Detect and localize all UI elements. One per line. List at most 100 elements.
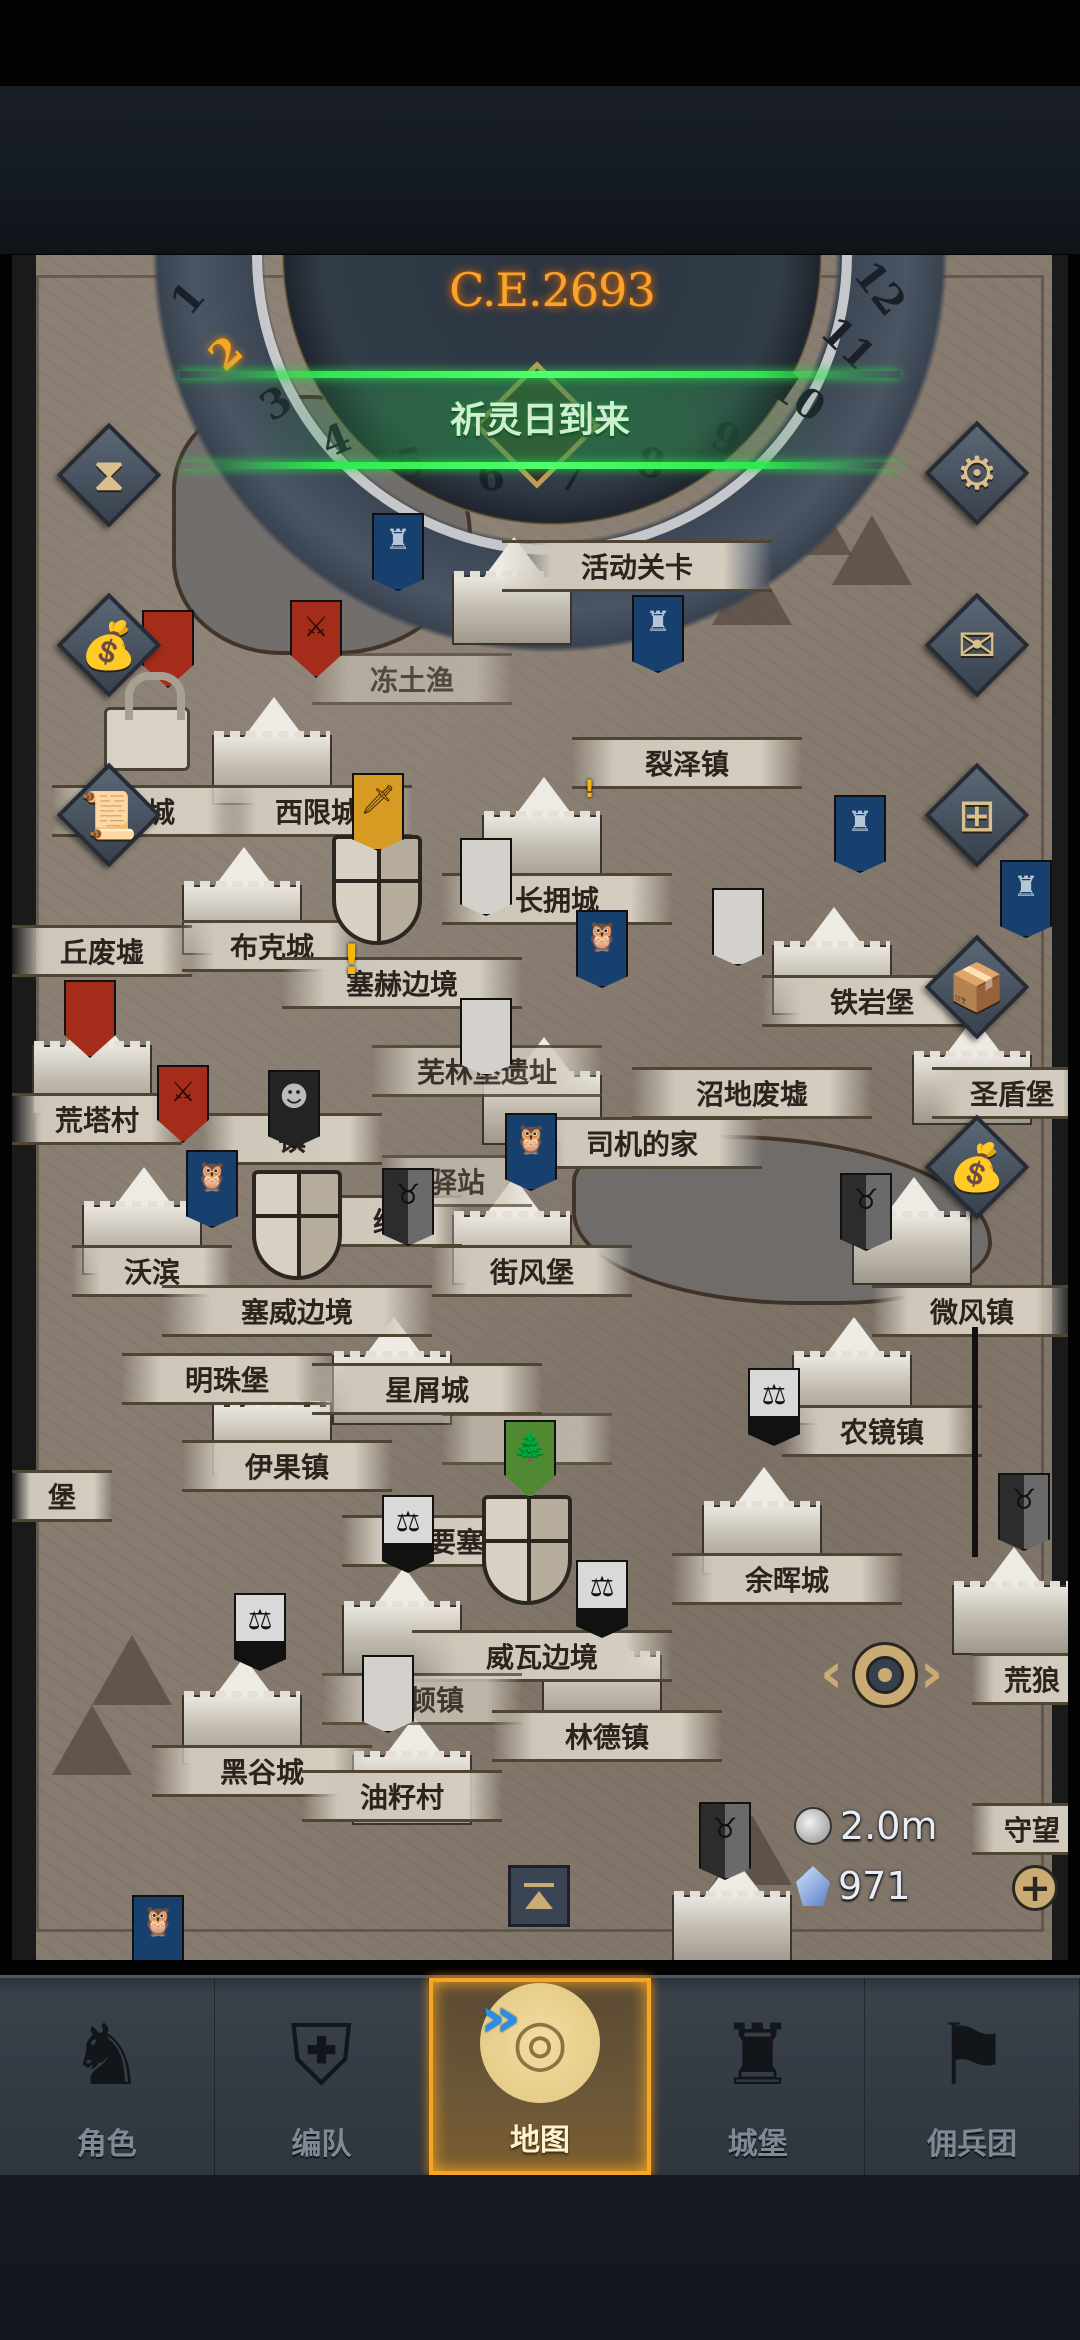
tab-castle[interactable]: ♜ 城堡 <box>651 1978 866 2175</box>
crate-bag-icon: 📦 <box>948 959 1006 1014</box>
lock-icon <box>104 672 190 771</box>
treasury-button[interactable]: 💰 <box>922 1112 1032 1222</box>
faction-banner-pine: 🌲 <box>504 1420 556 1498</box>
banner-flag-icon: ⚑ <box>934 2006 1010 2104</box>
collapse-bar-icon <box>524 1883 554 1887</box>
location-label[interactable]: 林德镇 <box>492 1710 722 1762</box>
neutral-banner <box>460 838 512 916</box>
scroll-button[interactable]: 📜 <box>54 760 164 870</box>
hourglass-icon: ⧗ <box>92 447 126 501</box>
knight-icon: ♞ <box>69 2006 145 2104</box>
market-stall-icon: ⊞ <box>957 788 997 842</box>
location-label[interactable]: 微风镇 <box>872 1285 1068 1337</box>
faction-banner-owl: 🦉 <box>186 1150 238 1228</box>
location-label[interactable]: 守望 <box>972 1803 1068 1855</box>
location-label[interactable]: 圣盾堡 <box>932 1067 1068 1119</box>
loot-button[interactable]: 💰 <box>54 590 164 700</box>
globe-icon: ◎ <box>479 1983 600 2103</box>
castle-weifeng[interactable] <box>852 1177 972 1285</box>
pan-left-icon[interactable]: ‹ <box>820 1641 844 1706</box>
scroll-icon: 📜 <box>80 787 138 842</box>
add-crystal-button[interactable]: + <box>1012 1865 1058 1911</box>
bottom-safe-area <box>0 2175 1080 2340</box>
location-label[interactable]: 街风堡 <box>432 1245 632 1297</box>
location-label[interactable]: 丘废墟 <box>12 925 192 977</box>
neutral-banner <box>362 1655 414 1733</box>
location-label[interactable]: 沼地废墟 <box>632 1067 872 1119</box>
faction-banner-bull: ♉ <box>699 1802 751 1880</box>
tab-map[interactable]: » ◎ 地图 <box>429 1978 651 2175</box>
tab-character[interactable]: ♞ 角色 <box>0 1978 215 2175</box>
location-label[interactable]: 荒塔村 <box>12 1093 182 1145</box>
location-label[interactable]: 波顿镇 <box>322 1673 522 1725</box>
location-label[interactable]: 塞威边境 <box>162 1285 432 1337</box>
silver-coin-icon <box>794 1807 832 1845</box>
border-shield-saihe[interactable] <box>332 835 422 945</box>
faction-banner-knight: ☻ <box>268 1070 320 1148</box>
route-marker-line <box>972 1327 978 1557</box>
location-label[interactable]: 余晖城 <box>672 1553 902 1605</box>
location-label[interactable]: 司机的家 <box>522 1117 762 1169</box>
border-shield-weiwa[interactable] <box>482 1495 572 1605</box>
faction-banner-bull: ♉ <box>382 1168 434 1246</box>
settings-button[interactable]: ⚙ <box>922 418 1032 528</box>
supplies-button[interactable]: 📦 <box>922 932 1032 1042</box>
faction-banner-scales: ⚖ <box>382 1495 434 1573</box>
mail-button[interactable]: ✉ <box>922 590 1032 700</box>
pan-right-icon[interactable]: › <box>920 1641 944 1706</box>
faction-banner-tower: ♜ <box>632 595 684 673</box>
timer-button[interactable]: ⧗ <box>54 420 164 530</box>
location-label[interactable]: 布克城 <box>182 920 362 972</box>
shop-button[interactable]: ⊞ <box>922 760 1032 870</box>
tab-label: 佣兵团 <box>927 2127 1018 2162</box>
tab-label: 地图 <box>509 2123 570 2158</box>
tab-label: 编队 <box>291 2127 352 2162</box>
quest-alert-icon[interactable]: ! <box>342 935 362 984</box>
money-bags-icon: 💰 <box>948 1139 1006 1194</box>
faction-banner-dagger: 🗡 <box>352 773 404 851</box>
location-label[interactable]: 农镜镇 <box>782 1405 982 1457</box>
tab-label: 城堡 <box>727 2127 788 2162</box>
tab-formation[interactable]: ⛨ 编队 <box>215 1978 430 2175</box>
faction-banner-scales: ⚖ <box>576 1560 628 1638</box>
location-label[interactable]: 荒狼 <box>972 1653 1068 1705</box>
envelope-icon: ✉ <box>957 618 997 672</box>
tab-label: 角色 <box>76 2127 137 2162</box>
event-banner-line-bottom <box>180 462 900 469</box>
location-label[interactable]: 冻土渔 <box>312 653 512 705</box>
crystal-icon <box>796 1866 830 1906</box>
crystal-amount: 971 <box>838 1864 911 1908</box>
location-label[interactable]: 活动关卡 <box>502 540 772 592</box>
faction-banner-tower: ♜ <box>834 795 886 873</box>
faction-banner-scales: ⚖ <box>234 1593 286 1671</box>
border-shield-saiwei[interactable] <box>252 1170 342 1280</box>
quest-alert-icon[interactable]: ! <box>584 775 595 803</box>
recenter-button[interactable]: ‹ › <box>820 1630 950 1740</box>
location-label[interactable]: 明珠堡 <box>122 1353 332 1405</box>
location-label[interactable]: 星屑城 <box>312 1363 542 1415</box>
location-label[interactable]: 油籽村 <box>302 1770 502 1822</box>
active-chevron-icon: » <box>479 1986 522 2049</box>
faction-banner-owl: 🦉 <box>132 1895 184 1960</box>
castle-huanglang[interactable] <box>952 1547 1068 1655</box>
faction-banner-bull: ♉ <box>840 1173 892 1251</box>
event-banner[interactable]: 祈灵日到来 <box>180 365 900 475</box>
world-map[interactable]: C.E.2693 1 2 3 4 5 6 7 8 9 10 11 12 <box>12 255 1068 1960</box>
collapse-panel-button[interactable] <box>508 1865 570 1927</box>
silver-counter: 2.0m <box>794 1804 937 1848</box>
location-label[interactable]: 堡 <box>12 1470 112 1522</box>
top-safe-area <box>0 86 1080 254</box>
faction-banner-owl: 🦉 <box>576 910 628 988</box>
event-banner-glow <box>240 375 840 465</box>
crosshair-dot <box>878 1668 892 1682</box>
location-label[interactable]: 铁岩堡 <box>762 975 982 1027</box>
crystal-counter: 971 <box>796 1864 911 1908</box>
faction-banner-tower: ♜ <box>372 513 424 591</box>
castle-south[interactable] <box>672 1857 792 1960</box>
location-label[interactable]: 裂泽镇 <box>572 737 802 789</box>
location-label[interactable]: 伊果镇 <box>182 1440 392 1492</box>
faction-banner-scales: ⚖ <box>748 1368 800 1446</box>
neutral-banner <box>712 888 764 966</box>
tab-mercenary[interactable]: ⚑ 佣兵团 <box>865 1978 1080 2175</box>
faction-banner-owl: 🦉 <box>505 1113 557 1191</box>
